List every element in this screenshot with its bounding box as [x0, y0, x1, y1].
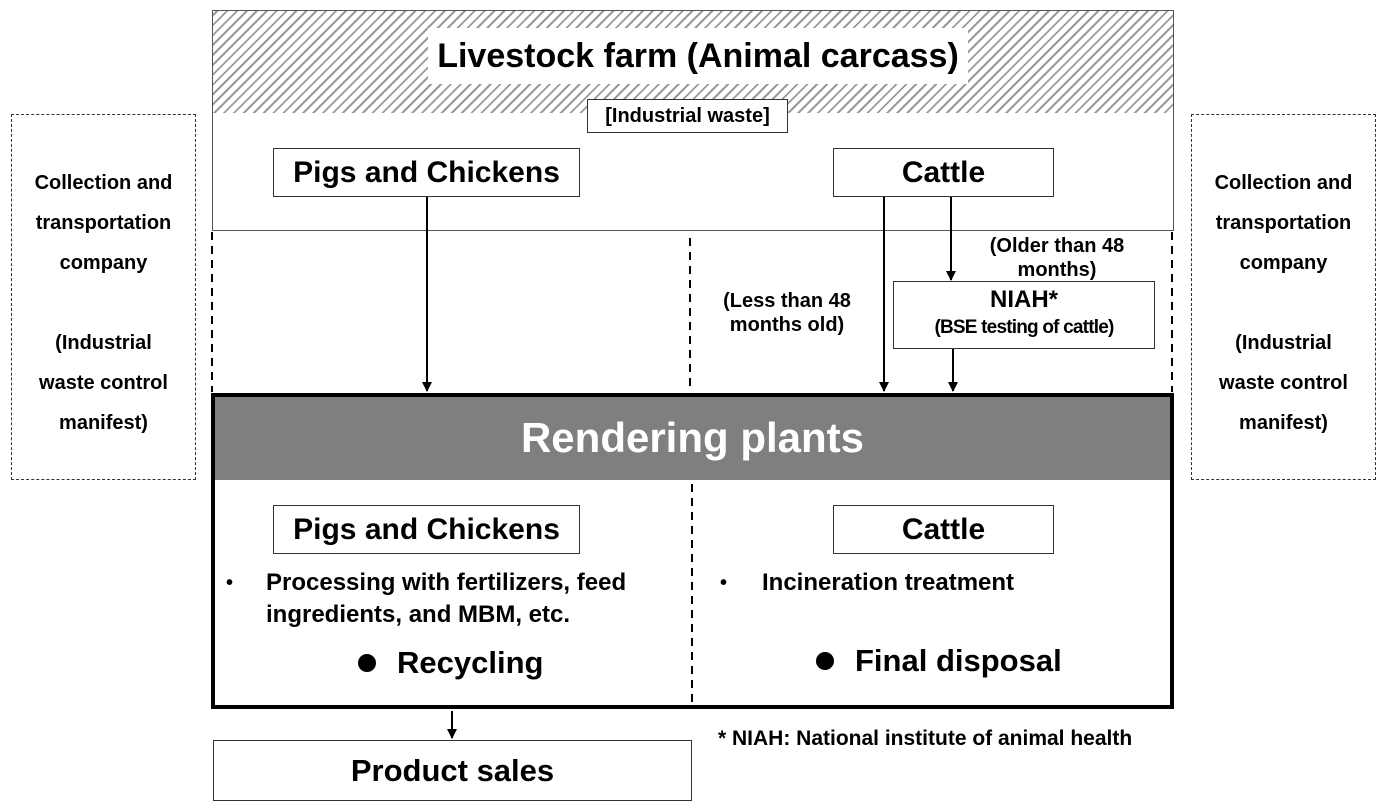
niah-title: NIAH* [989, 286, 1058, 313]
product-sales-box: Product sales [213, 740, 692, 801]
side-left-line3: company [59, 252, 148, 274]
recycling-dot-icon [358, 654, 376, 672]
left-text-line1: Processing with fertilizers, feed [266, 569, 627, 596]
side-left-line1: Collection and [34, 172, 173, 194]
left-text-line2: ingredients, and MBM, etc. [266, 601, 571, 628]
final-disposal-dot-icon [816, 652, 834, 670]
collection-company-left: Collection and transportation company (I… [11, 114, 196, 480]
recycling-label: Recycling [397, 645, 544, 680]
right-bullet: • [720, 572, 728, 594]
younger-note-line1: (Less than 48 [723, 290, 851, 312]
side-left-line4: (Industrial [55, 332, 152, 354]
side-right-line6: manifest) [1239, 412, 1328, 434]
side-right-line2: transportation [1215, 212, 1352, 234]
side-left-line2: transportation [35, 212, 172, 234]
niah-subtitle: (BSE testing of cattle) [934, 317, 1114, 338]
right-incineration-text: Incineration treatment [762, 569, 1015, 596]
older-than-48-note: (Older than 48 months) [968, 234, 1146, 282]
younger-note-line2: months old) [729, 314, 845, 336]
top-cattle-box: Cattle [833, 148, 1054, 197]
side-left-line6: manifest) [59, 412, 148, 434]
less-than-48-note: (Less than 48 months old) [702, 289, 872, 337]
older-note-line1: (Older than 48 [989, 235, 1125, 257]
niah-footnote: * NIAH: National institute of animal hea… [718, 727, 1133, 750]
side-right-line3: company [1239, 252, 1328, 274]
side-right-line5: waste control [1219, 372, 1348, 394]
bottom-pigs-chickens-box: Pigs and Chickens [273, 505, 580, 554]
side-right-line1: Collection and [1214, 172, 1353, 194]
livestock-farm-title: Livestock farm (Animal carcass) [428, 28, 968, 84]
left-processing-text: Processing with fertilizers, feed ingred… [266, 567, 686, 631]
top-pigs-chickens-box: Pigs and Chickens [273, 148, 580, 197]
niah-box: NIAH* (BSE testing of cattle) [893, 281, 1155, 349]
older-note-line2: months) [1017, 259, 1097, 281]
side-left-line5: waste control [39, 372, 168, 394]
side-right-line4: (Industrial [1235, 332, 1332, 354]
collection-company-right: Collection and transportation company (I… [1191, 114, 1376, 480]
rendering-plants-frame [211, 393, 1174, 709]
rendering-plants-header: Rendering plants [214, 396, 1171, 480]
left-bullet: • [226, 572, 234, 594]
bottom-cattle-box: Cattle [833, 505, 1054, 554]
industrial-waste-tag: [Industrial waste] [587, 99, 788, 133]
final-disposal-label: Final disposal [855, 643, 1062, 678]
